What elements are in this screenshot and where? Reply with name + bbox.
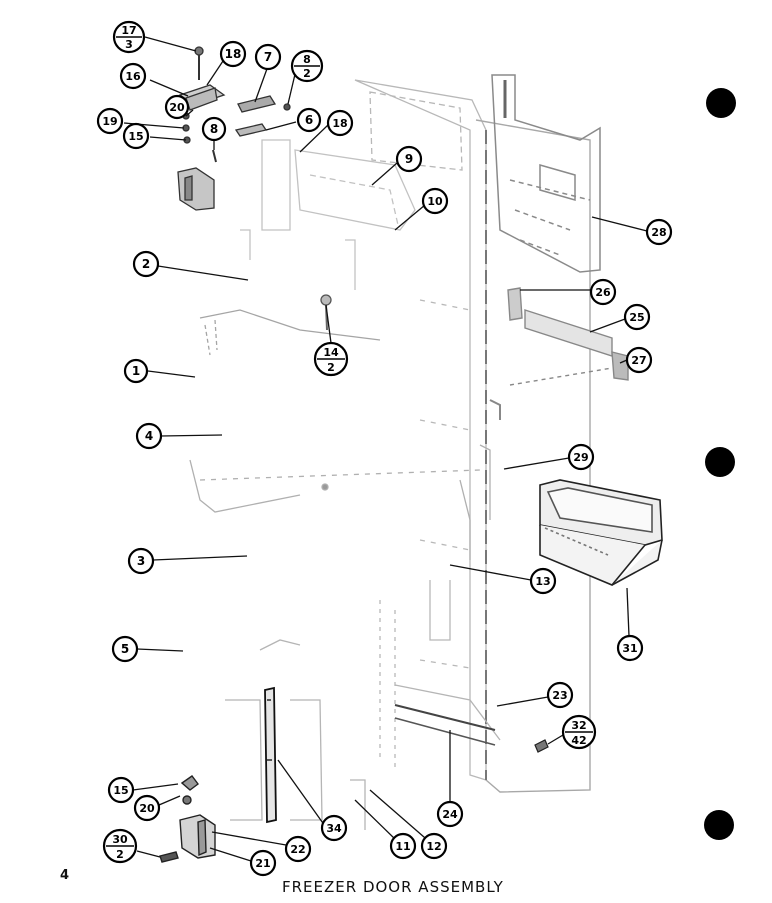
svg-text:2: 2: [303, 67, 311, 80]
door-liner: [354, 79, 487, 781]
callout-23: 23: [546, 681, 574, 709]
callout-26: 26: [589, 278, 617, 306]
door-foam-block: [240, 139, 416, 290]
svg-text:42: 42: [571, 734, 586, 747]
callout-1: 1: [123, 358, 149, 384]
callout-20: 20: [164, 94, 190, 120]
svg-text:30: 30: [112, 833, 128, 846]
svg-text:16: 16: [125, 70, 141, 83]
callout-31: 31: [616, 634, 644, 662]
svg-text:21: 21: [255, 857, 270, 870]
svg-text:23: 23: [552, 689, 567, 702]
callout-12: 12: [420, 832, 448, 860]
callout-34: 34: [320, 814, 348, 842]
svg-text:10: 10: [427, 195, 443, 208]
svg-text:18: 18: [225, 47, 242, 61]
svg-text:17: 17: [121, 24, 136, 37]
svg-text:9: 9: [405, 152, 413, 166]
svg-text:13: 13: [535, 575, 550, 588]
svg-text:20: 20: [139, 802, 155, 815]
svg-text:14: 14: [323, 346, 339, 359]
callout-15: 15: [122, 122, 150, 150]
door-bin-31: [539, 479, 663, 586]
svg-text:20: 20: [169, 101, 185, 114]
callout-22: 22: [284, 835, 312, 863]
callout-16: 16: [119, 62, 147, 90]
callouts: 17 3 18 7 8 2 16 20 19: [96, 20, 673, 877]
svg-text:2: 2: [142, 257, 150, 271]
svg-text:5: 5: [121, 642, 129, 656]
svg-text:12: 12: [426, 840, 441, 853]
callout-6: 6: [296, 107, 322, 133]
svg-text:32: 32: [571, 719, 586, 732]
svg-text:1: 1: [132, 364, 140, 378]
callout-8-2: 8 2: [290, 49, 324, 83]
callout-4: 4: [135, 422, 163, 450]
callout-14-2: 14 2: [313, 341, 349, 377]
screw-32-42: [534, 739, 549, 753]
svg-text:28: 28: [651, 226, 666, 239]
svg-text:7: 7: [264, 50, 272, 64]
diagram-caption: FREEZER DOOR ASSEMBLY: [282, 878, 504, 896]
breaker-strip-upper: [199, 294, 381, 356]
callout-25: 25: [623, 303, 651, 331]
svg-text:15: 15: [113, 784, 128, 797]
svg-text:15: 15: [128, 130, 143, 143]
callout-7: 7: [254, 43, 282, 71]
svg-text:3: 3: [125, 38, 133, 51]
callout-3: 3: [127, 547, 155, 575]
svg-text:34: 34: [326, 822, 342, 835]
door-shelf-rail: [507, 287, 629, 386]
svg-text:24: 24: [442, 808, 458, 821]
svg-text:4: 4: [145, 429, 153, 443]
svg-text:19: 19: [102, 115, 117, 128]
callout-32-42: 32 42: [561, 714, 597, 750]
svg-text:2: 2: [327, 361, 335, 374]
lower-hinge-parts: [159, 775, 216, 863]
svg-text:27: 27: [631, 354, 646, 367]
callout-28: 28: [645, 218, 673, 246]
door-outer-panel: [475, 119, 591, 793]
svg-text:29: 29: [573, 451, 588, 464]
callout-19: 19: [96, 107, 124, 135]
svg-text:26: 26: [595, 286, 611, 299]
svg-text:8: 8: [210, 122, 218, 136]
gasket-strip-34: [264, 686, 277, 824]
svg-text:31: 31: [622, 642, 637, 655]
callout-9: 9: [395, 145, 423, 173]
callout-15-lower: 15: [107, 776, 135, 804]
callout-8: 8: [201, 116, 227, 142]
svg-text:3: 3: [137, 554, 145, 568]
callout-24: 24: [436, 800, 464, 828]
callout-18: 18: [219, 40, 247, 68]
margin-binder-dots: [704, 88, 736, 840]
callout-13: 13: [529, 567, 557, 595]
callout-11: 11: [389, 832, 417, 860]
callout-20-lower: 20: [133, 794, 161, 822]
svg-text:25: 25: [629, 311, 644, 324]
callout-17-3: 17 3: [112, 20, 146, 54]
callout-21: 21: [249, 849, 277, 877]
svg-text:11: 11: [395, 840, 410, 853]
svg-text:8: 8: [303, 53, 311, 66]
page-number: 4: [60, 868, 70, 883]
callout-27: 27: [625, 346, 653, 374]
svg-text:6: 6: [305, 113, 313, 127]
callout-30-2: 30 2: [102, 828, 138, 864]
callout-5: 5: [111, 635, 139, 663]
callout-18-lower: 18: [326, 109, 354, 137]
callout-2: 2: [132, 250, 160, 278]
svg-text:18: 18: [332, 117, 347, 130]
callout-10: 10: [421, 187, 449, 215]
lower-door-section: [225, 639, 501, 830]
svg-text:22: 22: [290, 843, 305, 856]
leader-lines: [123, 36, 648, 862]
svg-text:2: 2: [116, 848, 124, 861]
door-upper-bracket-28: [491, 74, 601, 273]
callout-29: 29: [567, 443, 595, 471]
breaker-strip-middle: [189, 444, 491, 560]
